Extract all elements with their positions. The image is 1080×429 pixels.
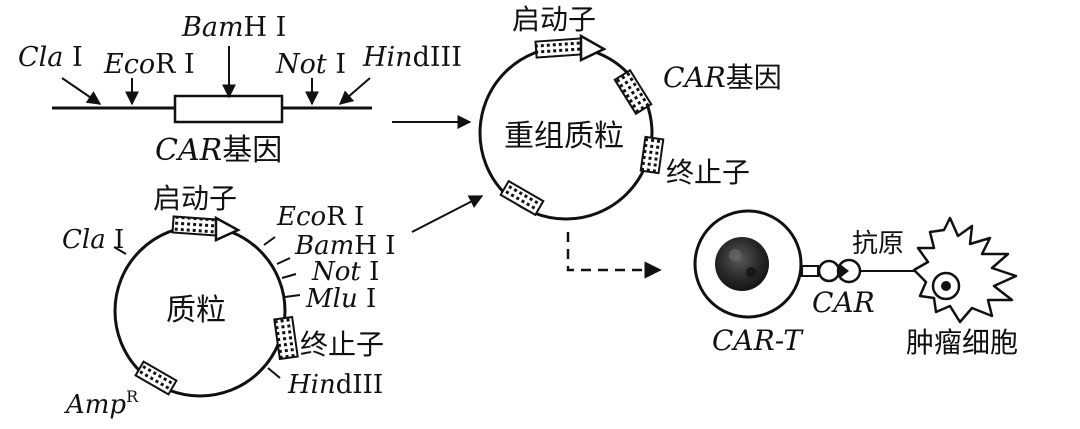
car-gene-box (173, 94, 284, 124)
plasmid-cla-label: Cla I (62, 225, 124, 255)
recombinant-promoter-segment (534, 33, 607, 62)
not-i-label: Not I (275, 49, 346, 80)
recombinant-to-cart-dashed-arrow (566, 232, 662, 279)
plasmid-hindiii-tick (267, 367, 281, 379)
cart-label: CAR-T (712, 324, 804, 357)
tumor-cell-label: 肿瘤细胞 (906, 326, 1018, 359)
car-label: CAR (812, 286, 875, 319)
plasmid-ecor-label: EcoR I (276, 202, 364, 232)
recombinant-car-label: CAR基因 (663, 61, 782, 94)
plasmid-center-label: 质粒 (166, 293, 226, 328)
bamh-i-label: BamH I (181, 12, 286, 43)
recombinant-promoter-label: 启动子 (512, 3, 596, 36)
plasmid-bamh-label: BamH I (294, 231, 395, 261)
car-receptor-stem (801, 265, 819, 277)
plasmid-promoter-segment (171, 215, 241, 242)
plasmid-ampr-segment (134, 360, 178, 396)
plasmid-not-tick (281, 273, 297, 279)
hindiii-arrow (338, 77, 371, 105)
cla-i-arrow (61, 77, 102, 105)
car-receptor-head (817, 259, 841, 283)
plasmid-mlu-label: Mlu I (305, 284, 376, 314)
plasmid-not-label: Not I (311, 257, 379, 287)
car-gene-label: CAR基因 (155, 133, 282, 168)
plasmid-hindiii-label: HindIII (287, 370, 383, 400)
plasmid-cla-tick (113, 246, 127, 255)
plasmid-promoter-label: 启动子 (153, 182, 237, 215)
cart-cell (693, 209, 803, 319)
cart-nucleus (715, 237, 769, 291)
plasmid-to-recombinant-arrow (411, 195, 484, 233)
recombinant-terminator-label: 终止子 (666, 156, 750, 189)
plasmid-ecor-tick (263, 236, 276, 246)
tumor-cell (912, 216, 1018, 324)
plasmid-ampr-label: AmpR (64, 387, 139, 420)
hindiii-label: HindIII (362, 42, 462, 73)
recombinant-center-label: 重组质粒 (504, 119, 624, 154)
car-gene-panel: Cla I EcoR I BamH I Not I HindIII CAR基因 (18, 12, 462, 168)
antigen-label: 抗原 (852, 229, 904, 259)
recombinant-terminator-segment (639, 135, 665, 175)
recombinant-plasmid-panel: 启动子 CAR基因 终止子 重组质粒 (478, 3, 782, 221)
cell-panel: CAR-T CAR 抗原 肿瘤细胞 (693, 209, 1018, 359)
plasmid-terminator-segment (273, 315, 299, 361)
recombinant-car-segment (613, 68, 653, 116)
plasmid-panel: 质粒 启动子 终止子 Cla I EcoR I BamH I Not I Mlu… (62, 182, 395, 420)
plasmid-terminator-label: 终止子 (300, 328, 384, 361)
plasmid-mlu-tick (284, 294, 301, 298)
cla-i-label: Cla I (18, 42, 83, 73)
recombinant-ampr-segment (499, 179, 545, 217)
ecor-i-label: EcoR I (103, 49, 195, 80)
plasmid-bamh-tick (276, 257, 291, 265)
